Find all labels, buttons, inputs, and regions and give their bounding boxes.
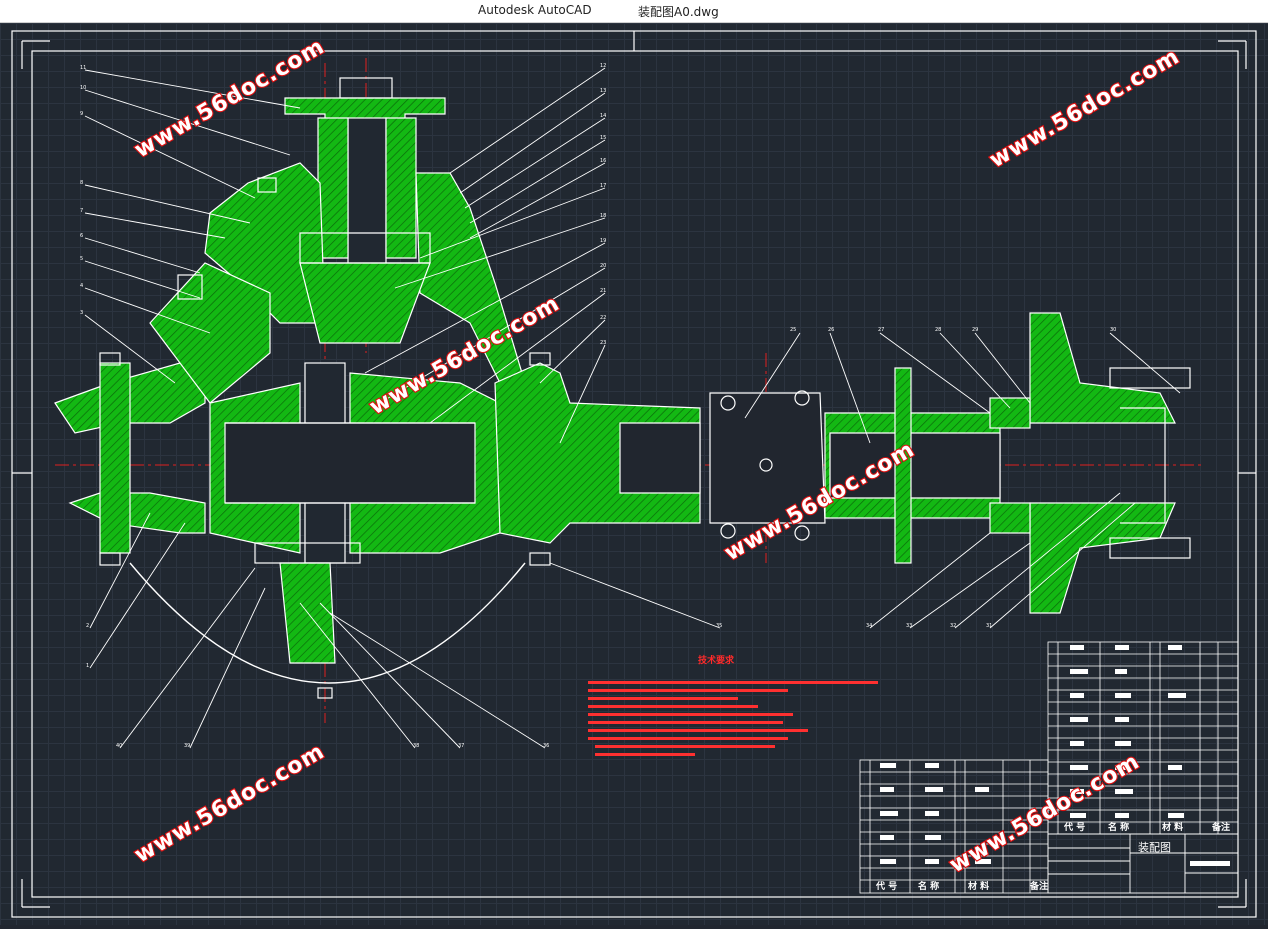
header-remark-left: 备注 bbox=[1029, 880, 1048, 892]
svg-text:1: 1 bbox=[86, 663, 89, 669]
svg-text:4: 4 bbox=[80, 283, 83, 289]
svg-text:21: 21 bbox=[600, 288, 606, 294]
svg-text:13: 13 bbox=[600, 88, 606, 94]
header-remark-right: 备注 bbox=[1211, 821, 1230, 833]
svg-text:31: 31 bbox=[986, 623, 992, 629]
svg-text:28: 28 bbox=[935, 327, 941, 333]
technical-requirements: 技术要求 bbox=[588, 654, 878, 756]
title-block-name-text bbox=[1190, 861, 1230, 866]
differential-assembly bbox=[54, 77, 701, 699]
drawing-title: 装配图 bbox=[1138, 841, 1171, 854]
svg-text:26: 26 bbox=[828, 327, 834, 333]
svg-text:34: 34 bbox=[866, 623, 872, 629]
svg-text:35: 35 bbox=[716, 623, 722, 629]
svg-text:14: 14 bbox=[600, 113, 606, 119]
svg-text:38: 38 bbox=[413, 743, 419, 749]
svg-text:29: 29 bbox=[972, 327, 978, 333]
header-name-right: 名 称 bbox=[1108, 821, 1129, 833]
svg-text:7: 7 bbox=[80, 208, 83, 214]
header-material-right: 材 料 bbox=[1161, 821, 1183, 833]
document-name[interactable]: 装配图A0.dwg bbox=[638, 5, 719, 19]
svg-text:23: 23 bbox=[600, 340, 606, 346]
svg-text:6: 6 bbox=[80, 233, 83, 239]
svg-text:11: 11 bbox=[80, 65, 86, 71]
svg-text:8: 8 bbox=[80, 180, 83, 186]
hub-assembly bbox=[709, 312, 1191, 614]
table-headers: 代 号 名 称 材 料 备注 代 号 名 称 材 料 备注 bbox=[875, 821, 1230, 892]
svg-text:5: 5 bbox=[80, 256, 83, 262]
window-titlebar: Autodesk AutoCAD 装配图A0.dwg bbox=[0, 0, 1268, 23]
leader-lines bbox=[84, 67, 1181, 749]
watermark-5: www.56doc.com bbox=[131, 739, 330, 868]
title-block bbox=[1047, 833, 1239, 894]
svg-text:20: 20 bbox=[600, 263, 606, 269]
app-name: Autodesk AutoCAD bbox=[478, 3, 592, 17]
watermark-2: www.56doc.com bbox=[986, 44, 1185, 173]
tech-req-title: 技术要求 bbox=[698, 654, 735, 666]
svg-text:9: 9 bbox=[80, 111, 83, 117]
svg-text:22: 22 bbox=[600, 315, 606, 321]
svg-text:15: 15 bbox=[600, 135, 606, 141]
svg-text:27: 27 bbox=[878, 327, 884, 333]
svg-text:17: 17 bbox=[600, 183, 606, 189]
header-code-left: 代 号 bbox=[875, 880, 897, 892]
svg-text:30: 30 bbox=[1110, 327, 1116, 333]
header-code-right: 代 号 bbox=[1063, 821, 1085, 833]
header-name-left: 名 称 bbox=[918, 880, 939, 892]
header-material-left: 材 料 bbox=[967, 880, 989, 892]
svg-text:12: 12 bbox=[600, 63, 606, 69]
table-cell-text bbox=[880, 645, 1186, 864]
svg-text:2: 2 bbox=[86, 623, 89, 629]
svg-text:19: 19 bbox=[600, 238, 606, 244]
parts-list-right bbox=[1047, 641, 1239, 835]
parts-list-left bbox=[859, 759, 1049, 894]
svg-text:18: 18 bbox=[600, 213, 606, 219]
svg-text:33: 33 bbox=[906, 623, 912, 629]
svg-text:25: 25 bbox=[790, 327, 796, 333]
svg-text:3: 3 bbox=[80, 310, 83, 316]
svg-text:39: 39 bbox=[184, 743, 190, 749]
svg-text:10: 10 bbox=[80, 85, 86, 91]
svg-text:37: 37 bbox=[458, 743, 464, 749]
svg-text:40: 40 bbox=[116, 743, 122, 749]
svg-text:16: 16 bbox=[600, 158, 606, 164]
sheet-border bbox=[11, 30, 1257, 918]
svg-text:32: 32 bbox=[950, 623, 956, 629]
svg-text:36: 36 bbox=[543, 743, 549, 749]
watermark-6: www.56doc.com bbox=[946, 749, 1145, 878]
